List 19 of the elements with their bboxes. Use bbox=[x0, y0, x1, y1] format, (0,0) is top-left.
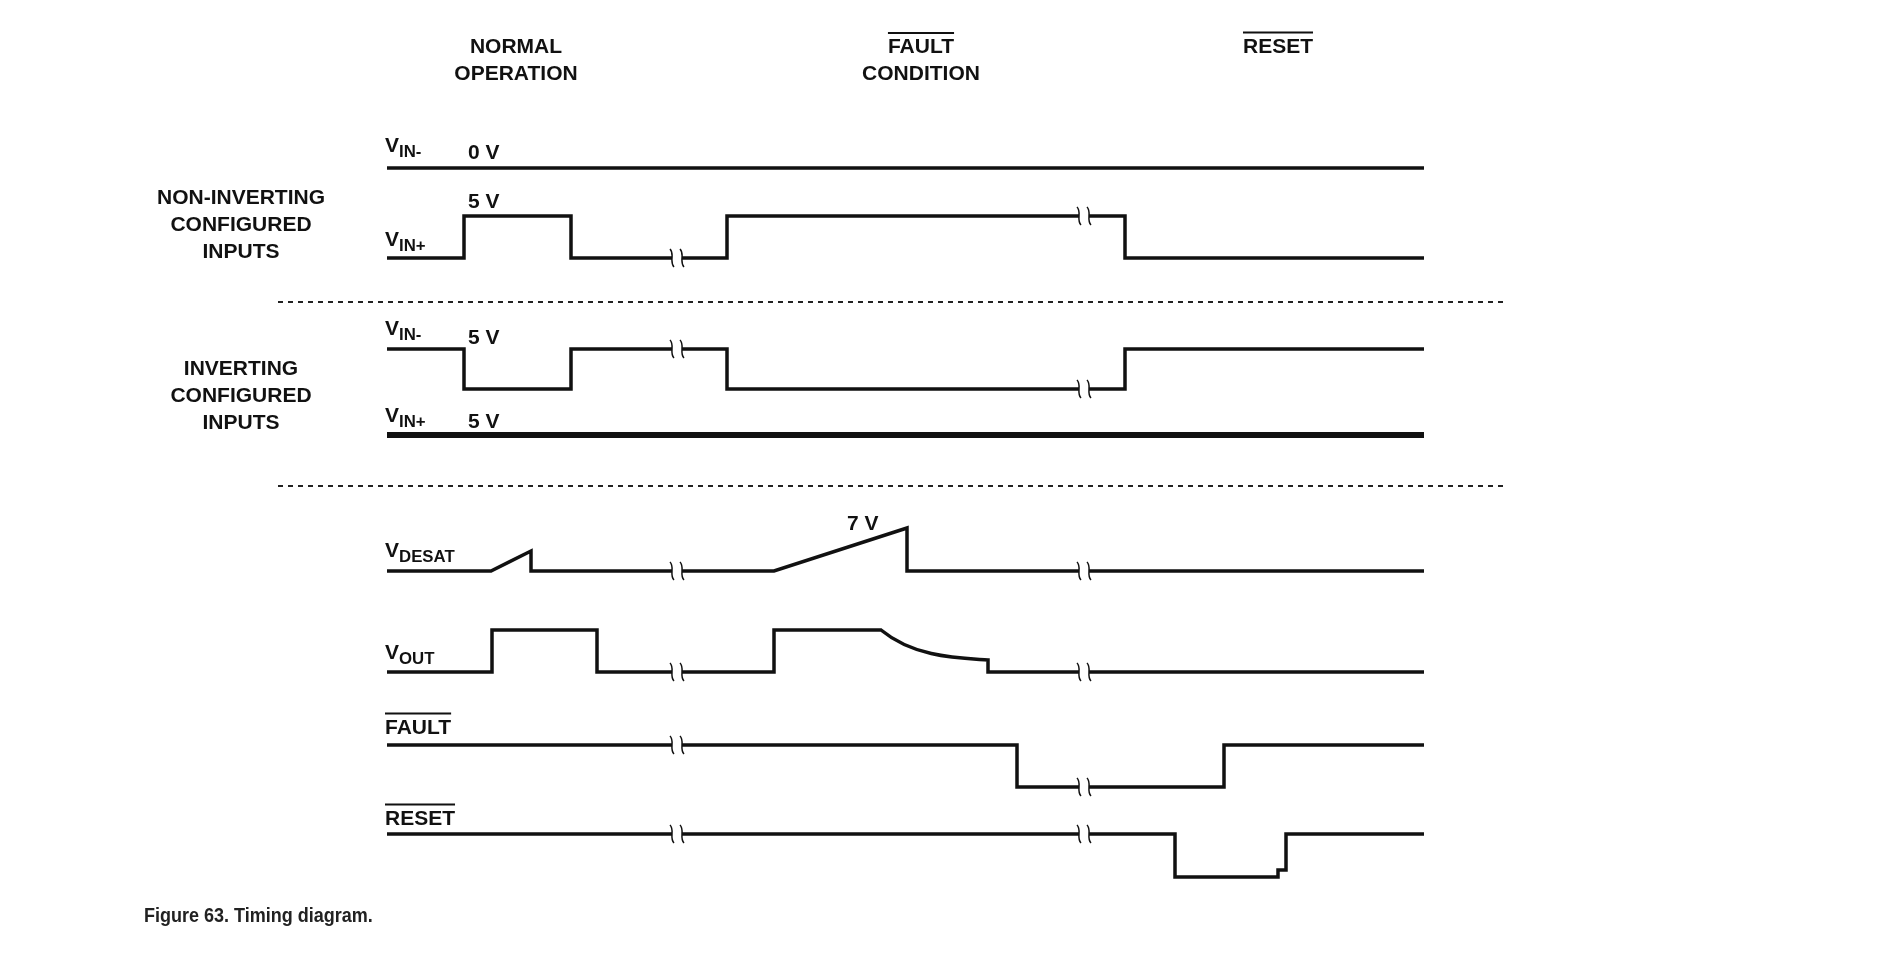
signal-label: V$_{OUT}$ bbox=[385, 639, 435, 670]
section-label: RESET bbox=[1243, 32, 1313, 59]
signal-label: V$_{IN-}$ bbox=[385, 315, 422, 346]
signal-label: V$_{DESAT}$ bbox=[385, 537, 455, 568]
signal-label: 5 V bbox=[468, 187, 500, 214]
section-label: NORMAL OPERATION bbox=[453, 33, 579, 86]
signal-label: 7 V bbox=[847, 509, 879, 536]
section-label: NON-INVERTING CONFIGURED INPUTS bbox=[156, 183, 326, 264]
section-label: INVERTING CONFIGURED INPUTS bbox=[169, 354, 313, 435]
signal-label: V$_{IN+}$ bbox=[385, 402, 426, 433]
signal-label: V$_{IN+}$ bbox=[385, 226, 426, 257]
signal-label: 0 V bbox=[468, 138, 500, 165]
figure-caption: Figure 63. Timing diagram. bbox=[144, 904, 373, 927]
signal-label: FAULT bbox=[385, 713, 452, 740]
signal-label: RESET bbox=[385, 804, 455, 831]
signal-label: 5 V bbox=[468, 407, 500, 434]
signal-label: 5 V bbox=[468, 323, 500, 350]
signal-label: V$_{IN-}$ bbox=[385, 132, 422, 163]
section-label: FAULT CONDITION bbox=[861, 33, 981, 86]
